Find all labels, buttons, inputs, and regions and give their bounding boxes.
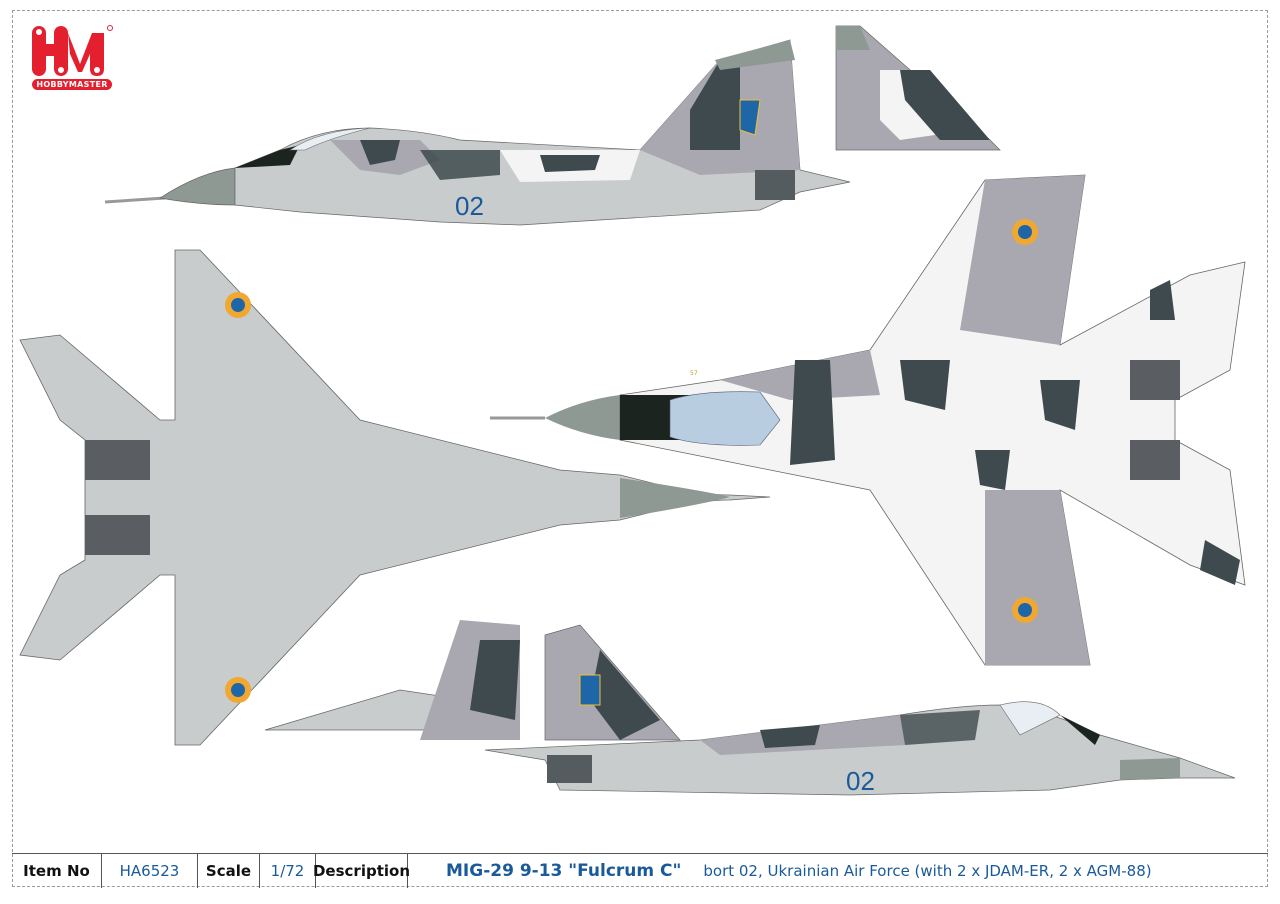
item-no-value: HA6523 [102, 854, 198, 888]
page-border [12, 10, 1268, 887]
brand-name: HOBBYMASTER [32, 79, 112, 90]
hobbymaster-logo: HOBBYMASTER [30, 24, 114, 92]
bottom-view [19, 249, 771, 746]
description-title: MIG-29 9-13 "Fulcrum C" [446, 861, 682, 881]
tail-fin-left [835, 25, 1001, 151]
aircraft-artwork: 02 57 [19, 25, 1246, 796]
top-view: 57 [490, 174, 1246, 666]
description-label: Description [313, 854, 410, 888]
item-no-label: Item No [12, 854, 102, 888]
right-side-profile: 02 [264, 620, 1236, 796]
bort-number-right: 02 [846, 766, 875, 796]
scale-value: 1/72 [260, 854, 316, 888]
left-side-profile: 02 [104, 39, 851, 226]
bort-number: 02 [455, 191, 484, 221]
info-bar: Item No HA6523 Scale 1/72 Description MI… [12, 853, 1268, 888]
description-subtitle: bort 02, Ukrainian Air Force (with 2 x J… [703, 862, 1152, 880]
hm-logo-icon [32, 25, 113, 76]
description: MIG-29 9-13 "Fulcrum C" bort 02, Ukraini… [408, 854, 1268, 888]
top-marking: 57 [690, 370, 698, 377]
scale-label: Scale [198, 854, 260, 888]
